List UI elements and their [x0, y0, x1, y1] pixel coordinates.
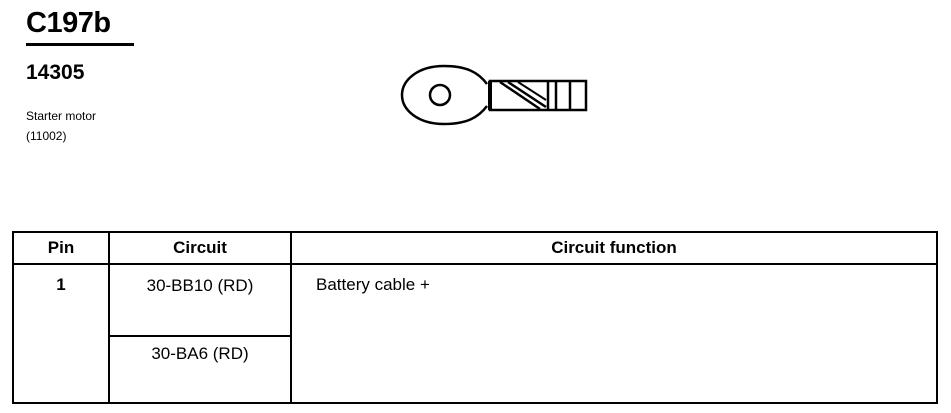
- part-number: 14305: [26, 61, 85, 84]
- component-code: (11002): [26, 129, 67, 143]
- table-row: 30-BA6 (RD): [13, 334, 937, 405]
- circuit-function: Battery cable +: [290, 263, 938, 404]
- ring-terminal-eye: [400, 64, 488, 126]
- connector-id-underline: [26, 43, 134, 46]
- ring-terminal-hole: [428, 83, 452, 107]
- ring-terminal-icon: [400, 64, 588, 126]
- table-row: 1 30-BB10 (RD) Battery cable +: [12, 263, 938, 404]
- column-header-circuit: Circuit: [108, 231, 292, 265]
- table-header-row: Pin Circuit Circuit function: [12, 231, 938, 265]
- pin-number: 1: [12, 263, 110, 404]
- circuit-code: 30-BB10 (RD): [108, 263, 292, 337]
- component-name: Starter motor: [26, 109, 97, 123]
- circuit-code: 30-BA6 (RD): [108, 334, 292, 405]
- column-header-pin: Pin: [12, 231, 110, 265]
- column-header-circuit-function: Circuit function: [290, 231, 938, 265]
- pin-table: Pin Circuit Circuit function 1 30-BB10 (…: [12, 231, 938, 405]
- connector-id: C197b: [26, 7, 111, 39]
